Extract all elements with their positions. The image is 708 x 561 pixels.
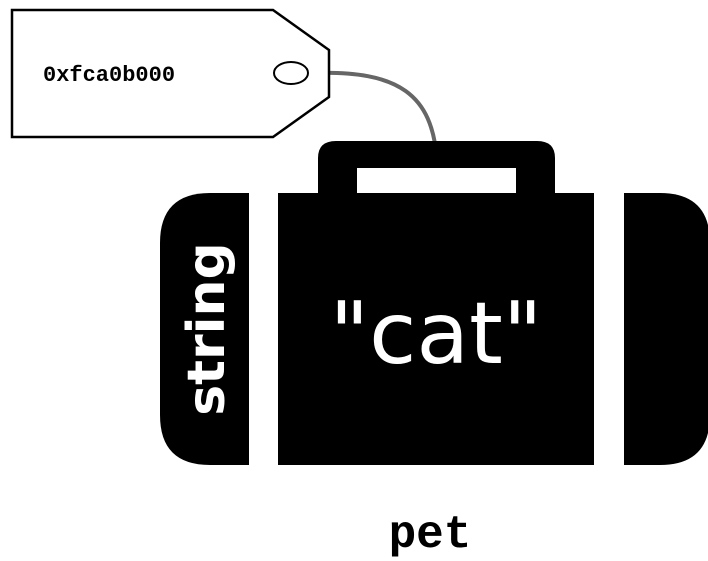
luggage-tag-icon: 0xfca0b000 — [10, 8, 331, 139]
type-label: string — [177, 242, 237, 416]
suitcase-icon: string "cat" — [160, 141, 708, 465]
tag-address: 0xfca0b000 — [43, 63, 175, 88]
suitcase-handle — [318, 141, 555, 195]
value-label: "cat" — [330, 284, 543, 384]
tag-hole — [273, 61, 309, 85]
suitcase-left-panel — [160, 193, 249, 465]
variable-name: pet — [389, 509, 472, 561]
suitcase-main-panel — [278, 193, 594, 465]
tag-string-line — [311, 70, 439, 161]
tag-body — [10, 8, 331, 139]
suitcase-right-panel — [624, 193, 708, 465]
